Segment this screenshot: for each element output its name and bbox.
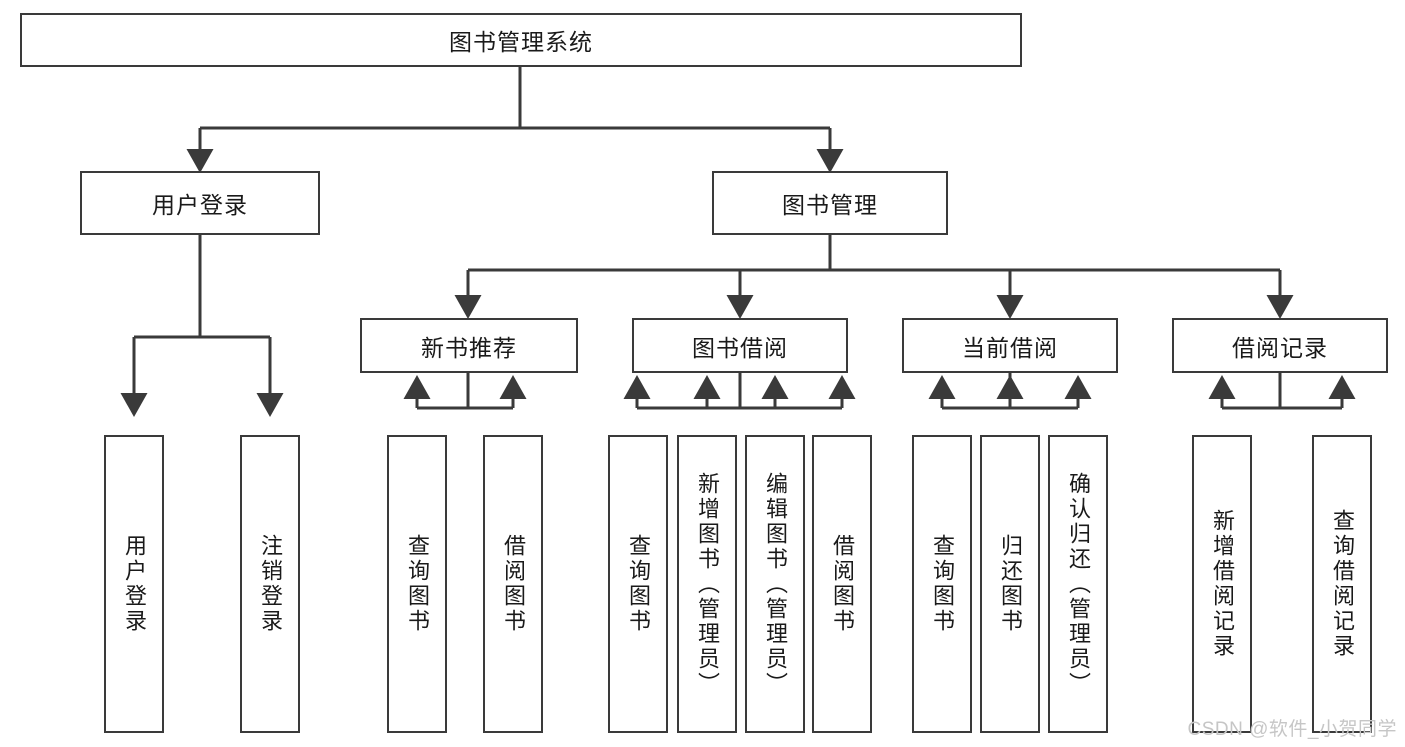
node-borrow-record-label: 借阅记录 [1232,334,1328,361]
node-book-borrow[interactable]: 图书借阅 [632,318,848,373]
node-book-borrow-label: 图书借阅 [692,334,788,361]
leaf-borrow-book[interactable]: 借阅图书 [812,435,872,733]
leaf-user-login-label: 用户登录 [122,534,147,634]
node-borrow-record[interactable]: 借阅记录 [1172,318,1388,373]
node-user-login[interactable]: 用户登录 [80,171,320,235]
leaf-return-book[interactable]: 归还图书 [980,435,1040,733]
leaf-add-book-admin-label: 新增图书（管理员） [695,471,720,697]
node-root-label: 图书管理系统 [449,29,593,55]
node-current-borrow-label: 当前借阅 [962,334,1058,361]
leaf-add-book-admin[interactable]: 新增图书（管理员） [677,435,737,733]
leaf-query-book-current-label: 查询图书 [930,534,955,634]
leaf-edit-book-admin[interactable]: 编辑图书（管理员） [745,435,805,733]
leaf-query-book-recommend-label: 查询图书 [405,534,430,634]
node-new-book-recommend[interactable]: 新书推荐 [360,318,578,373]
leaf-edit-book-admin-label: 编辑图书（管理员） [763,471,788,697]
leaf-add-borrow-record[interactable]: 新增借阅记录 [1192,435,1252,733]
leaf-query-book-current[interactable]: 查询图书 [912,435,972,733]
leaf-add-borrow-record-label: 新增借阅记录 [1210,509,1235,659]
node-book-management-label: 图书管理 [782,192,878,218]
leaf-query-book-borrow[interactable]: 查询图书 [608,435,668,733]
leaf-query-borrow-record-label: 查询借阅记录 [1330,509,1355,659]
node-current-borrow[interactable]: 当前借阅 [902,318,1118,373]
node-book-management[interactable]: 图书管理 [712,171,948,235]
leaf-query-borrow-record[interactable]: 查询借阅记录 [1312,435,1372,733]
node-new-book-recommend-label: 新书推荐 [421,334,517,361]
leaf-logout[interactable]: 注销登录 [240,435,300,733]
leaf-borrow-book-recommend[interactable]: 借阅图书 [483,435,543,733]
leaf-query-book-borrow-label: 查询图书 [626,534,651,634]
leaf-user-login[interactable]: 用户登录 [104,435,164,733]
leaf-confirm-return-admin-label: 确认归还（管理员） [1066,471,1091,697]
leaf-query-book-recommend[interactable]: 查询图书 [387,435,447,733]
leaf-return-book-label: 归还图书 [998,534,1023,634]
leaf-logout-label: 注销登录 [258,534,283,634]
leaf-confirm-return-admin[interactable]: 确认归还（管理员） [1048,435,1108,733]
node-root[interactable]: 图书管理系统 [20,13,1022,67]
csdn-watermark: CSDN @软件_小贺同学 [1187,719,1397,740]
leaf-borrow-book-label: 借阅图书 [830,534,855,634]
leaf-borrow-book-recommend-label: 借阅图书 [501,534,526,634]
node-user-login-label: 用户登录 [152,192,248,218]
